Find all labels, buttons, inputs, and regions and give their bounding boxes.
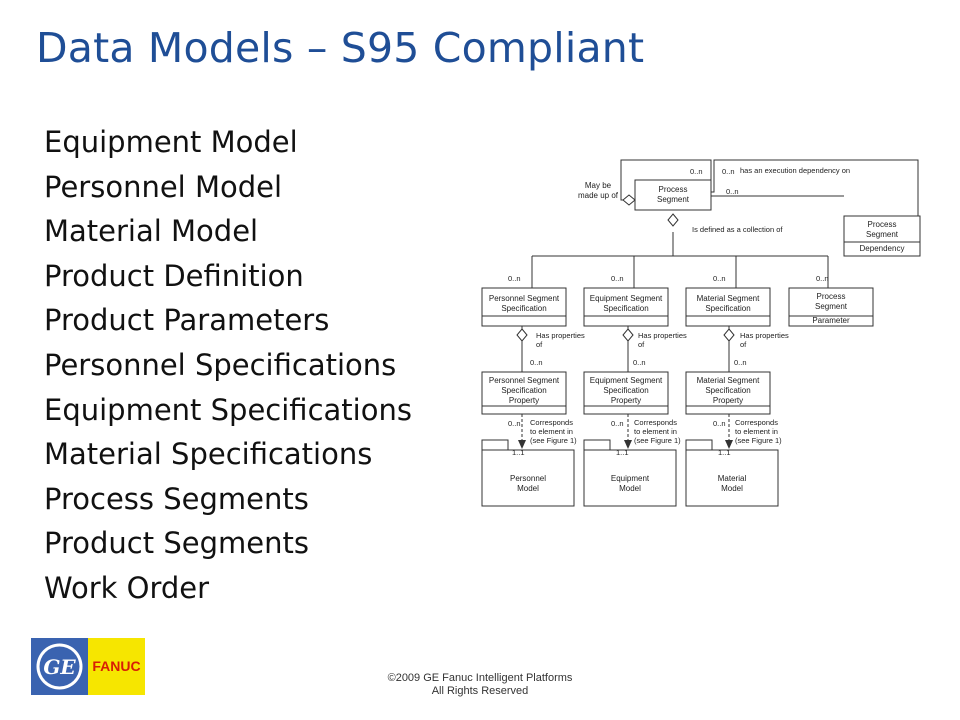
property-label: Property xyxy=(713,396,743,405)
process-segment-label: Segment xyxy=(657,195,690,204)
property-label: Specification xyxy=(705,386,750,395)
bullet-item: Product Parameters xyxy=(44,303,330,338)
fanuc-logo-text: FANUC xyxy=(92,658,140,674)
has-properties-label: Has properties xyxy=(740,331,789,340)
execution-dependency-label: has an execution dependency on xyxy=(740,166,850,175)
parameter-label: Parameter xyxy=(812,316,850,325)
has-properties-label: Has properties xyxy=(536,331,585,340)
multiplicity-label: 1..1 xyxy=(512,448,525,457)
equipment-spec-box xyxy=(583,287,669,327)
bullet-item: Equipment Model xyxy=(44,125,298,159)
process-segment-box xyxy=(634,179,712,211)
spec-label: Specification xyxy=(501,304,546,313)
property-label: Personnel Segment xyxy=(489,376,560,385)
dependency-label: Process xyxy=(868,220,897,229)
uml-diagram-svg: Process Segment Process Segment Dependen… xyxy=(481,159,921,507)
property-label: Specification xyxy=(501,386,546,395)
material-property-box xyxy=(685,371,771,415)
multiplicity-label: 0..n xyxy=(530,358,543,367)
corresponds-label: to element in xyxy=(735,427,778,436)
material-model-box xyxy=(685,449,779,507)
bullet-item: Material Specifications xyxy=(44,437,373,472)
bullet-item: Equipment Specifications xyxy=(44,392,412,427)
multiplicity-label: 0..n xyxy=(633,358,646,367)
corresponds-label: (see Figure 1) xyxy=(530,436,577,445)
personnel-property-box xyxy=(481,371,567,415)
material-spec-box xyxy=(685,287,771,327)
multiplicity-label: 0..n xyxy=(816,274,829,283)
spec-label: Specification xyxy=(705,304,750,313)
model-label: Personnel xyxy=(510,474,546,483)
ge-logo-text: GE xyxy=(43,655,76,679)
bullet-item: Process Segments xyxy=(44,481,309,516)
has-properties-label: of xyxy=(740,340,747,349)
has-properties-label: Has properties xyxy=(638,331,687,340)
process-segment-label: Process xyxy=(659,185,688,194)
made-up-of-label: made up of xyxy=(578,191,619,200)
model-label: Model xyxy=(619,484,641,493)
spec-label: Equipment Segment xyxy=(590,294,663,303)
ge-fanuc-logo: GE FANUC xyxy=(31,638,145,695)
multiplicity-label: 0..n xyxy=(611,419,624,428)
property-label: Equipment Segment xyxy=(590,376,663,385)
multiplicity-label: 0..n xyxy=(734,358,747,367)
property-label: Property xyxy=(611,396,641,405)
dependency-label: Segment xyxy=(866,230,899,239)
equipment-model-box xyxy=(583,449,677,507)
multiplicity-label: 0..n xyxy=(508,419,521,428)
corresponds-label: Corresponds xyxy=(530,418,573,427)
ge-fanuc-logo-svg: GE FANUC xyxy=(31,638,145,695)
parameter-label: Segment xyxy=(815,302,848,311)
spec-label: Material Segment xyxy=(697,294,760,303)
property-label: Property xyxy=(509,396,539,405)
multiplicity-label: 1..1 xyxy=(718,448,731,457)
property-label: Material Segment xyxy=(697,376,760,385)
corresponds-label: Corresponds xyxy=(735,418,778,427)
dependency-label: Dependency xyxy=(860,244,905,253)
bullet-item: Personnel Specifications xyxy=(44,347,397,382)
model-label: Model xyxy=(721,484,743,493)
model-label: Equipment xyxy=(611,474,650,483)
rights-line: All Rights Reserved xyxy=(431,685,529,697)
dependency-box xyxy=(843,215,921,257)
s95-uml-diagram: Process Segment Process Segment Dependen… xyxy=(478,150,950,512)
bullet-item: Product Definition xyxy=(44,258,304,293)
fanuc-logo-background xyxy=(88,638,145,695)
personnel-spec-box xyxy=(481,287,567,327)
copyright-line: ©2009 GE Fanuc Intelligent Platforms xyxy=(387,672,573,684)
slide-title: Data Models – S95 Compliant xyxy=(36,24,645,72)
multiplicity-label: 0..n xyxy=(690,167,703,176)
multiplicity-label: 1..1 xyxy=(616,448,629,457)
has-properties-label: of xyxy=(638,340,645,349)
multiplicity-label: 0..n xyxy=(722,167,735,176)
copyright-footer: ©2009 GE Fanuc Intelligent Platforms All… xyxy=(360,672,600,698)
multiplicity-label: 0..n xyxy=(508,274,521,283)
bullet-item: Work Order xyxy=(44,570,210,605)
equipment-property-box xyxy=(583,371,669,415)
collection-label: Is defined as a collection of xyxy=(692,225,783,234)
corresponds-label: (see Figure 1) xyxy=(735,436,782,445)
bullet-item: Product Segments xyxy=(44,526,309,561)
multiplicity-label: 0..n xyxy=(726,187,739,196)
bullet-item: Material Model xyxy=(44,214,259,249)
multiplicity-label: 0..n xyxy=(713,419,726,428)
corresponds-label: Corresponds xyxy=(634,418,677,427)
model-label: Model xyxy=(517,484,539,493)
corresponds-label: to element in xyxy=(634,427,677,436)
spec-label: Specification xyxy=(603,304,648,313)
bullet-list: Equipment Model Personnel Model Material… xyxy=(44,120,412,611)
multiplicity-label: 0..n xyxy=(611,274,624,283)
spec-label: Personnel Segment xyxy=(489,294,560,303)
corresponds-label: to element in xyxy=(530,427,573,436)
parameter-label: Process xyxy=(817,292,846,301)
personnel-model-box xyxy=(481,449,575,507)
corresponds-label: (see Figure 1) xyxy=(634,436,681,445)
multiplicity-label: 0..n xyxy=(713,274,726,283)
made-up-of-label: May be xyxy=(585,181,612,190)
model-label: Material xyxy=(718,474,747,483)
parameter-box xyxy=(788,287,874,327)
has-properties-label: of xyxy=(536,340,543,349)
property-label: Specification xyxy=(603,386,648,395)
bullet-item: Personnel Model xyxy=(44,169,283,204)
